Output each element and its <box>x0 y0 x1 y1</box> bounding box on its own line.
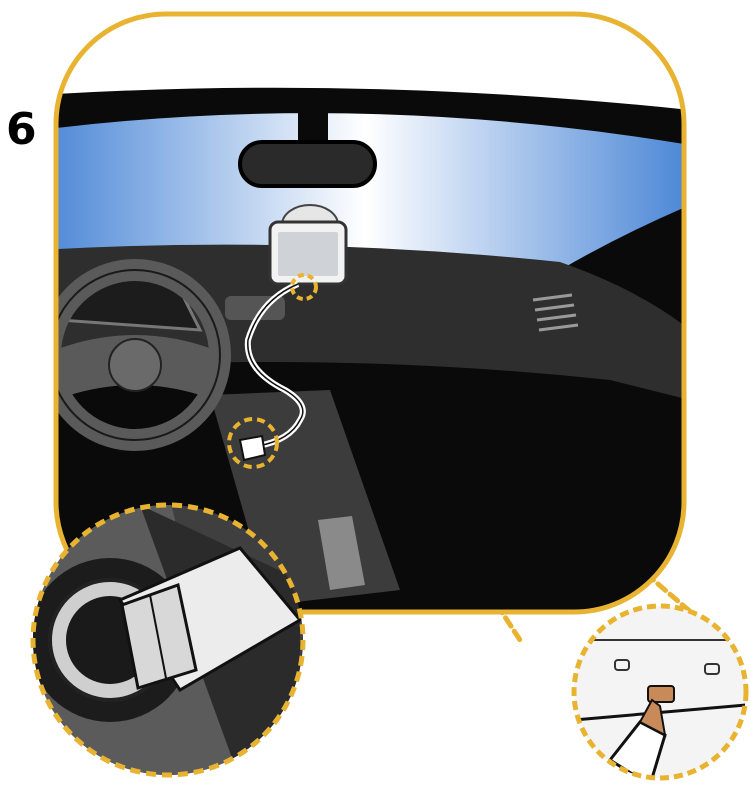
car-charger-plug-icon <box>30 502 306 778</box>
callout-marker-socket <box>227 417 279 469</box>
roof-frame <box>56 87 684 145</box>
rear-view-mirror <box>238 110 377 188</box>
navigation-device-icon <box>268 204 348 286</box>
air-vent-right <box>532 293 579 332</box>
illustration-frame <box>53 11 687 615</box>
step-number: 6 <box>6 104 37 155</box>
usb-connector-icon <box>571 603 749 781</box>
callout-marker-device <box>290 273 318 301</box>
steering-wheel-icon <box>56 259 231 451</box>
